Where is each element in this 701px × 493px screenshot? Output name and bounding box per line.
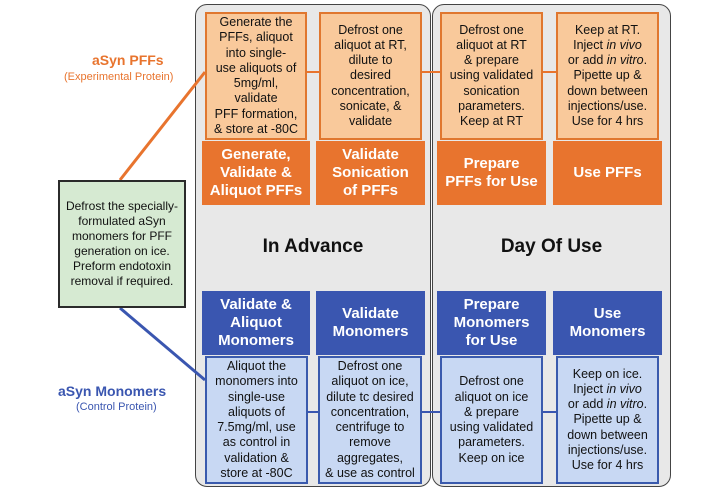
pffs-title: aSyn PFFs xyxy=(92,52,164,68)
monomers-subtitle: (Control Protein) xyxy=(76,401,157,413)
pff-step-1-heading-text: Generate,Validate &Aliquot PFFs xyxy=(209,146,303,199)
pff-step-1-heading: Generate,Validate &Aliquot PFFs xyxy=(202,141,310,205)
pff-step-4-heading-text: Use PFFs xyxy=(573,164,642,181)
monomer-connector-line xyxy=(119,306,206,382)
phase-day-of-use: Day Of Use xyxy=(500,236,603,257)
pff-connector-line xyxy=(118,71,207,181)
pff-step-4-heading: Use PFFs xyxy=(553,141,662,205)
pffs-subtitle: (Experimental Protein) xyxy=(64,71,174,83)
phase-in-advance: In Advance xyxy=(262,236,364,257)
start-step-box: Defrost the specially-formulated aSyn mo… xyxy=(58,180,186,308)
monomers-title: aSyn Monomers xyxy=(58,383,167,399)
